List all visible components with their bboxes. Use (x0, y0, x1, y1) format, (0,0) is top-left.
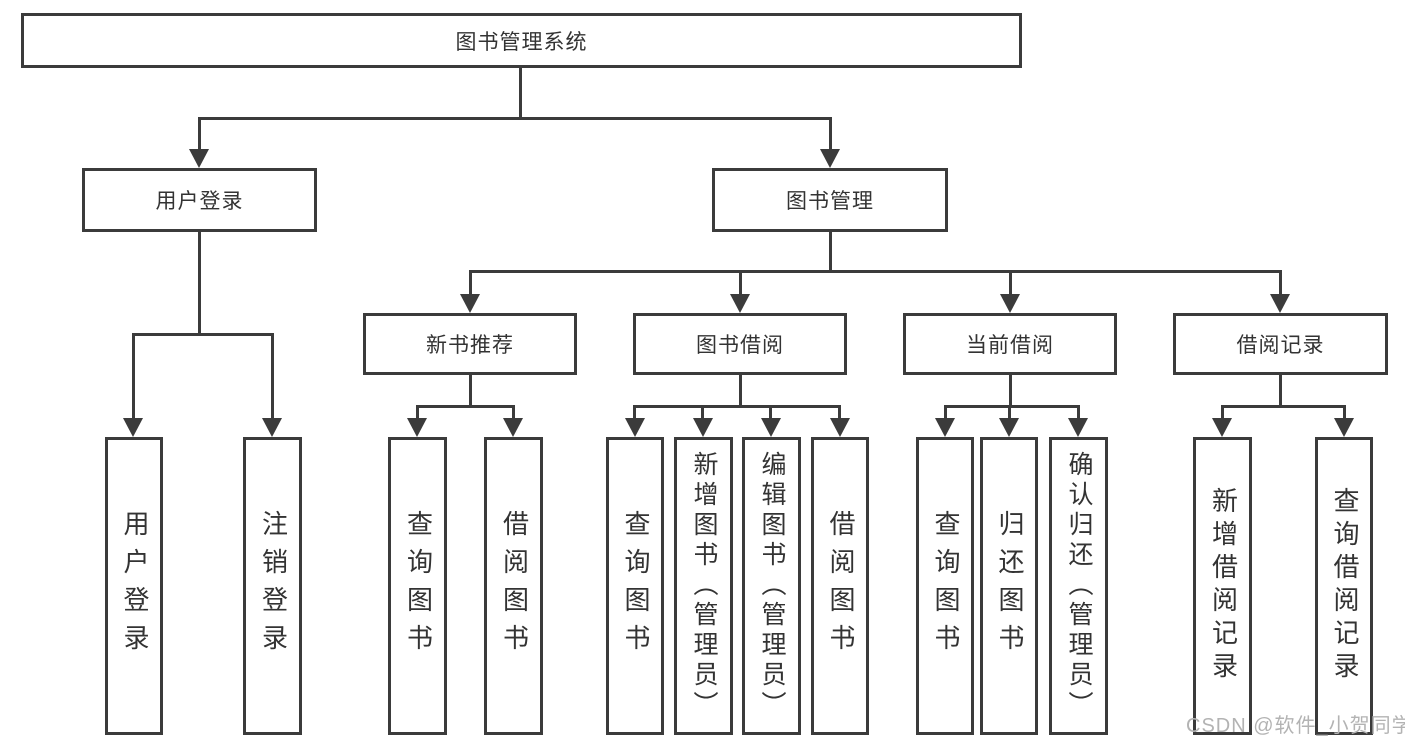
arrowhead-icon (1000, 294, 1020, 313)
root-node: 图书管理系统 (21, 13, 1022, 68)
node-borrowing-records-label: 借阅记录 (1236, 334, 1325, 357)
arrowhead-icon (460, 294, 480, 313)
node-book-management-label: 图书管理 (786, 190, 874, 213)
arrowhead-icon (820, 149, 840, 168)
connector-line (944, 405, 947, 418)
leaf-recommend-query-books-label: 查询图书 (403, 510, 433, 662)
arrowhead-icon (123, 418, 143, 437)
arrowhead-icon (625, 418, 645, 437)
leaf-records-query-record-label: 查询借阅记录 (1330, 487, 1359, 685)
connector-line (519, 68, 522, 118)
leaf-logout-label: 注销登录 (258, 510, 288, 662)
node-book-management: 图书管理 (712, 168, 948, 232)
arrowhead-icon (1212, 418, 1232, 437)
arrowhead-icon (189, 149, 209, 168)
leaf-borrow-query-books-label: 查询图书 (621, 510, 650, 662)
node-borrowing-records: 借阅记录 (1173, 313, 1388, 375)
leaf-current-query-books: 查询图书 (916, 437, 974, 735)
watermark: CSDN @软件_小贺同学 (1186, 715, 1405, 737)
leaf-user-login-label: 用户登录 (120, 510, 149, 662)
root-node-label: 图书管理系统 (455, 30, 588, 54)
connector-line (1009, 270, 1012, 294)
node-user-login: 用户登录 (82, 168, 317, 232)
connector-line (198, 117, 201, 150)
arrowhead-icon (407, 418, 427, 437)
leaf-current-return-books-label: 归还图书 (995, 510, 1024, 662)
leaf-current-confirm-return-admin: 确认归还（管理员） (1049, 437, 1108, 735)
leaf-current-confirm-return-admin-label: 确认归还（管理员） (1065, 451, 1092, 721)
connector-line (1279, 270, 1282, 294)
leaf-records-add-record: 新增借阅记录 (1193, 437, 1252, 735)
arrowhead-icon (761, 418, 781, 437)
leaf-current-return-books: 归还图书 (980, 437, 1038, 735)
connector-line (198, 117, 832, 120)
connector-line (271, 333, 274, 418)
arrowhead-icon (730, 294, 750, 313)
node-new-book-recommendation-label: 新书推荐 (426, 334, 514, 357)
leaf-borrow-edit-books-admin-label: 编辑图书（管理员） (758, 451, 785, 721)
connector-line (416, 405, 419, 418)
leaf-records-add-record-label: 新增借阅记录 (1208, 487, 1238, 685)
leaf-recommend-borrow-books-label: 借阅图书 (499, 510, 529, 662)
connector-line (1077, 405, 1080, 418)
leaf-recommend-query-books: 查询图书 (388, 437, 447, 735)
node-new-book-recommendation: 新书推荐 (363, 313, 577, 375)
connector-line (944, 405, 1080, 408)
connector-line (829, 232, 832, 273)
arrowhead-icon (503, 418, 523, 437)
connector-line (1008, 405, 1011, 418)
connector-line (739, 375, 742, 407)
node-book-borrowing: 图书借阅 (633, 313, 847, 375)
connector-line (469, 375, 472, 407)
connector-line (829, 117, 832, 150)
arrowhead-icon (262, 418, 282, 437)
node-book-borrowing-label: 图书借阅 (696, 334, 784, 357)
arrowhead-icon (1270, 294, 1290, 313)
connector-line (633, 405, 841, 408)
leaf-current-query-books-label: 查询图书 (931, 510, 960, 662)
arrowhead-icon (1068, 418, 1088, 437)
leaf-logout: 注销登录 (243, 437, 302, 735)
leaf-borrow-add-books-admin: 新增图书（管理员） (674, 437, 733, 735)
arrowhead-icon (830, 418, 850, 437)
leaf-user-login: 用户登录 (105, 437, 163, 735)
connector-line (469, 270, 1282, 273)
connector-line (416, 405, 515, 408)
connector-line (132, 333, 135, 418)
connector-line (1279, 375, 1282, 407)
leaf-borrow-borrow-books: 借阅图书 (811, 437, 869, 735)
connector-line (1221, 405, 1346, 408)
node-user-login-label: 用户登录 (155, 190, 244, 213)
connector-line (1221, 405, 1224, 418)
leaf-records-query-record: 查询借阅记录 (1315, 437, 1373, 735)
leaf-borrow-add-books-admin-label: 新增图书（管理员） (690, 451, 717, 721)
arrowhead-icon (935, 418, 955, 437)
connector-line (739, 270, 742, 294)
connector-line (633, 405, 636, 418)
connector-line (701, 405, 704, 418)
arrowhead-icon (999, 418, 1019, 437)
connector-line (512, 405, 515, 418)
node-current-borrowing: 当前借阅 (903, 313, 1117, 375)
connector-line (198, 232, 201, 335)
arrowhead-icon (1334, 418, 1354, 437)
leaf-borrow-edit-books-admin: 编辑图书（管理员） (742, 437, 801, 735)
connector-line (469, 270, 472, 294)
connector-line (132, 333, 274, 336)
connector-line (769, 405, 772, 418)
connector-line (1009, 375, 1012, 407)
leaf-borrow-borrow-books-label: 借阅图书 (826, 510, 855, 662)
node-current-borrowing-label: 当前借阅 (966, 334, 1054, 357)
arrowhead-icon (693, 418, 713, 437)
leaf-recommend-borrow-books: 借阅图书 (484, 437, 543, 735)
connector-line (1343, 405, 1346, 418)
leaf-borrow-query-books: 查询图书 (606, 437, 664, 735)
connector-line (838, 405, 841, 418)
